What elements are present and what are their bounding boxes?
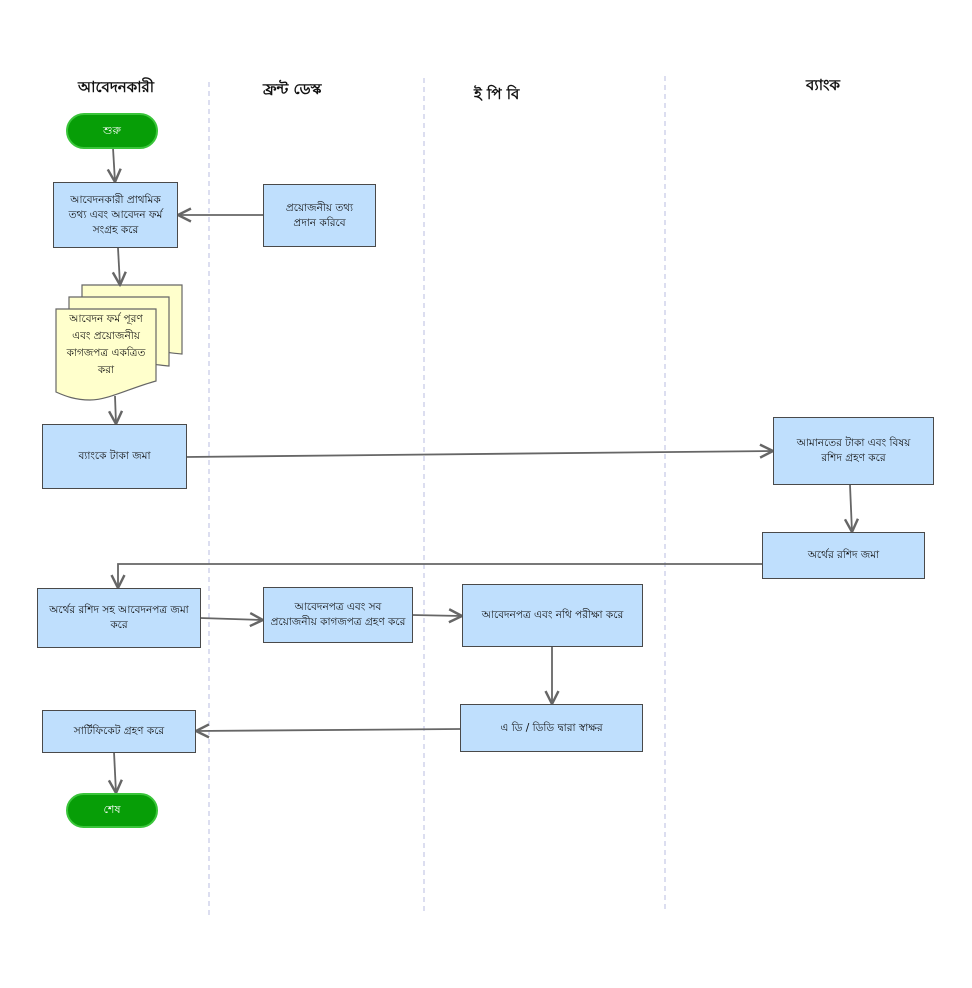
start-terminator: শুরু bbox=[66, 113, 158, 149]
arrow-deposit-to-bank bbox=[185, 451, 773, 457]
lane-title-epb: ই পি বি bbox=[474, 85, 520, 103]
lane-title-applicant: আবেদনকারী bbox=[78, 78, 155, 96]
submit-application-step: অর্থের রশিদ সহ আবেদনপত্র জমা করে bbox=[37, 588, 201, 648]
certificate-step: সার্টিফিকেট গ্রহণ করে bbox=[42, 710, 196, 753]
sign-step: এ ডি / ডিডি দ্বারা স্বাক্ষর bbox=[460, 704, 643, 752]
arrow-collect-to-form bbox=[118, 247, 120, 285]
arrow-form-to-deposit bbox=[115, 395, 116, 424]
fill-form-document-text: আবেদন ফর্ম পূরণ এবং প্রয়োজনীয় কাগজপত্র… bbox=[66, 313, 146, 376]
bank-receipt-step: আমানতের টাকা এবং বিষয় রশিদ গ্রহণ করে bbox=[773, 417, 934, 485]
receive-documents-step: আবেদনপত্র এবং সব প্রয়োজনীয় কাগজপত্র গ্… bbox=[263, 587, 413, 643]
arrow-certificate-to-end bbox=[114, 751, 116, 793]
lane-title-bank: ব্যাংক bbox=[806, 76, 840, 94]
arrow-sign-to-certificate bbox=[196, 729, 461, 731]
provide-info-step: প্রয়োজনীয় তথ্য প্রদান করিবে bbox=[263, 184, 376, 247]
examine-step: আবেদনপত্র এবং নথি পরীক্ষা করে bbox=[462, 584, 643, 647]
end-terminator: শেষ bbox=[66, 793, 158, 828]
arrow-receipt-to-submit bbox=[118, 563, 762, 588]
arrow-start-to-collect bbox=[113, 147, 115, 182]
deposit-money-step: ব্যাংকে টাকা জমা bbox=[42, 424, 187, 489]
arrow-receive-to-examine bbox=[411, 615, 462, 616]
arrow-bank-to-receipt bbox=[850, 484, 852, 532]
connectors bbox=[113, 147, 852, 793]
document-stack-shape bbox=[55, 284, 183, 401]
collect-form-step: আবেদনকারী প্রাথমিক তথ্য এবং আবেদন ফর্ম স… bbox=[53, 182, 178, 248]
receipt-deposit-step: অর্থের রশিদ জমা bbox=[762, 532, 925, 579]
arrow-submit-to-receive bbox=[199, 618, 263, 620]
lane-title-front-desk: ফ্রন্ট ডেস্ক bbox=[263, 80, 322, 98]
